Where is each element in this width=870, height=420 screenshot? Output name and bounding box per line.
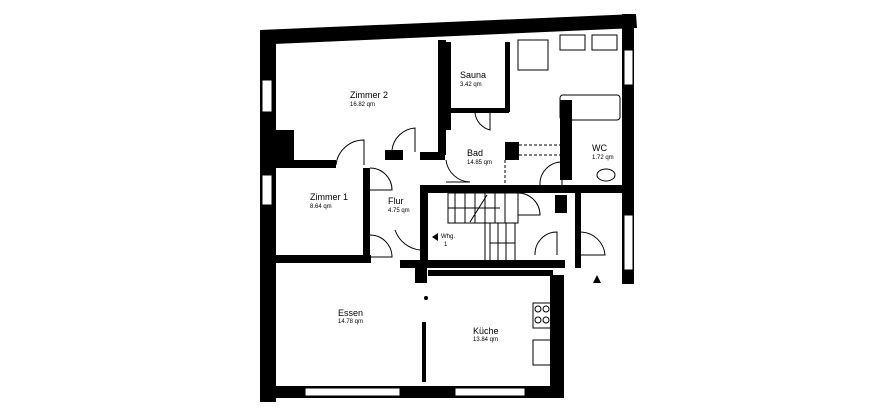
room-name-flur: Flur (388, 196, 404, 206)
wall (400, 260, 565, 268)
room-name-zimmer2: Zimmer 2 (350, 90, 388, 100)
column-dot (424, 296, 428, 300)
apartment-label: Whg. (441, 234, 455, 240)
shower (517, 39, 549, 71)
wall (276, 160, 336, 168)
room-name-bad: Bad (467, 148, 483, 158)
room-area-essen: 14.78 qm (338, 319, 363, 325)
door-swing (474, 112, 491, 131)
room-name-zimmer1: Zimmer 1 (310, 192, 348, 202)
door-swing (534, 231, 558, 256)
outer-wall-left (260, 30, 276, 402)
door-swing (517, 192, 541, 216)
dashed-line (504, 144, 560, 185)
entrance-arrow-icon (432, 233, 438, 241)
apartment-number: 1 (444, 242, 448, 248)
door-swing (391, 127, 416, 152)
room-name-essen: Essen (338, 308, 363, 318)
wall (385, 150, 403, 160)
window (623, 214, 634, 271)
wall (438, 40, 446, 155)
wall (276, 130, 294, 165)
door-swing (445, 159, 471, 183)
wall (428, 270, 553, 276)
window (623, 49, 634, 86)
room-area-zimmer1: 8.64 qm (310, 204, 332, 210)
column (555, 195, 567, 213)
wall (420, 190, 428, 265)
kitchen-right-wall (550, 275, 564, 398)
sink (591, 34, 618, 51)
window (454, 387, 526, 397)
sauna-wall (446, 42, 451, 130)
partition (422, 322, 426, 382)
entrance-arrow-icon (593, 275, 601, 283)
door-swing (369, 234, 393, 258)
sauna-wall (505, 42, 510, 112)
stove (532, 302, 552, 329)
wall (420, 185, 630, 193)
wall (575, 193, 581, 268)
bathtub (559, 94, 621, 121)
wall (420, 152, 445, 160)
door-swing (369, 167, 393, 191)
kitchen-counter (532, 339, 552, 366)
wall (415, 265, 427, 283)
room-name-kueche: Küche (473, 326, 499, 336)
door-swing (394, 229, 421, 251)
sink (559, 34, 586, 51)
outer-wall-top (260, 14, 637, 44)
room-area-sauna: 3.42 qm (460, 82, 482, 88)
window (261, 174, 273, 206)
room-area-wc: 1.72 qm (592, 155, 614, 161)
toilet (596, 168, 616, 182)
door-swing (580, 231, 606, 256)
room-area-kueche: 13.84 qm (473, 337, 498, 343)
room-name-sauna: Sauna (460, 70, 486, 80)
room-area-bad: 14.85 qm (467, 160, 492, 166)
wall (363, 168, 370, 258)
staircase (447, 192, 519, 264)
sauna-wall (446, 108, 509, 113)
room-area-flur: 4.75 qm (388, 208, 410, 214)
room-name-wc: WC (592, 143, 607, 153)
paper (236, 8, 636, 418)
window (261, 79, 273, 113)
door-swing (335, 139, 365, 166)
window (304, 387, 401, 397)
room-area-zimmer2: 16.82 qm (350, 102, 375, 108)
wall (276, 255, 371, 263)
column (505, 142, 519, 160)
door-swing (539, 161, 563, 186)
